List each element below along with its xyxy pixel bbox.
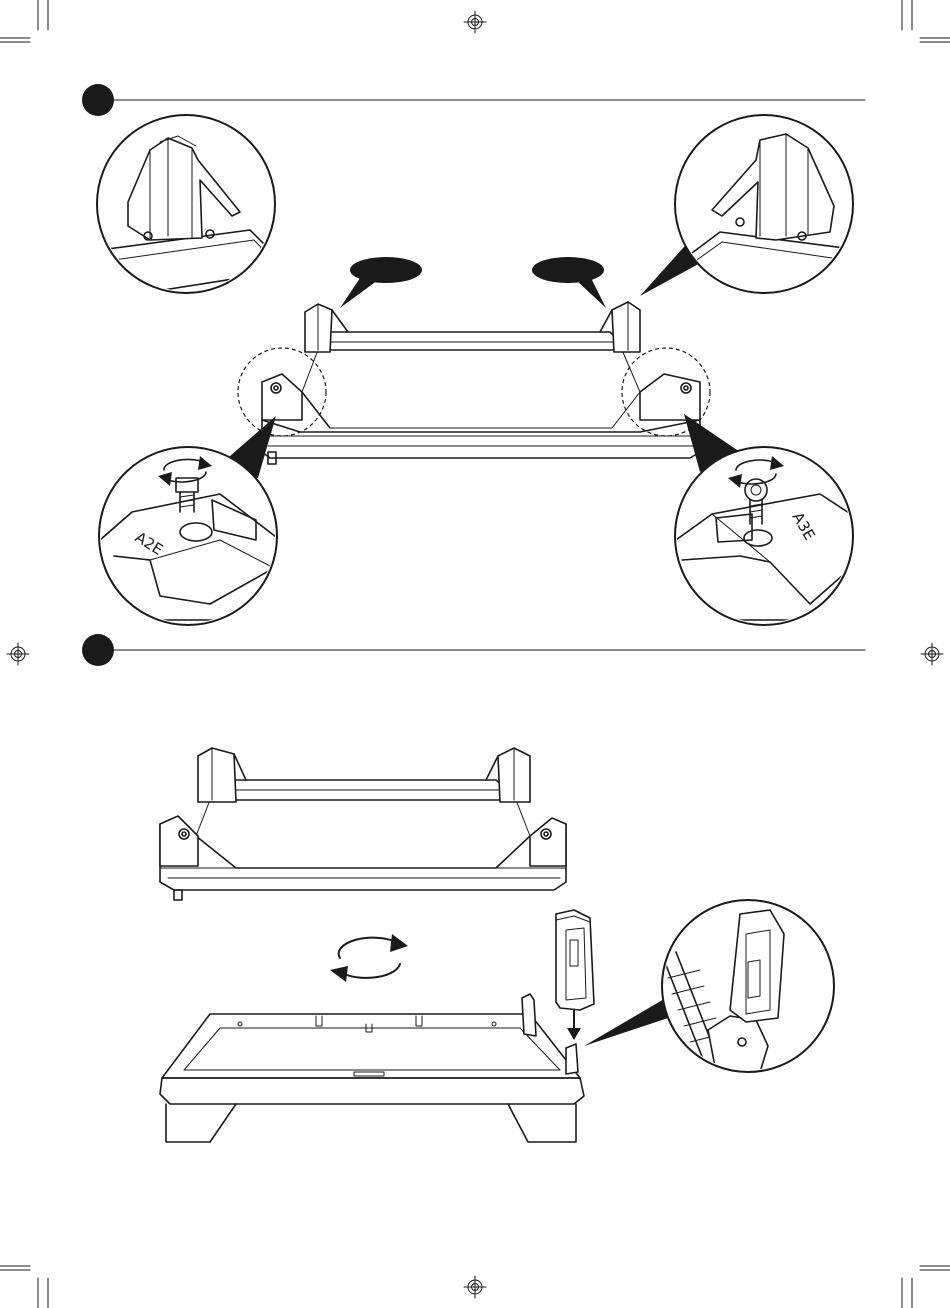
corner-post-piece (556, 910, 594, 1010)
registration-mark-icon (464, 1276, 486, 1298)
magnifier-post-left (97, 115, 290, 300)
callout-tag-left (340, 257, 422, 308)
rotate-arrows-icon (330, 934, 408, 982)
step-badge-icon (82, 634, 114, 666)
step-badge-icon (82, 84, 114, 116)
callout-tag-right (532, 257, 606, 308)
down-arrow-icon (567, 1010, 581, 1040)
base-frame-upright (160, 748, 566, 900)
magnifier-post-right (675, 115, 860, 293)
step-2-header (82, 634, 865, 666)
registration-mark-icon (464, 11, 486, 33)
base-frame-inverted (160, 994, 584, 1142)
registration-mark-icon (921, 643, 943, 665)
magnifier-foot-left: A2E (99, 447, 280, 625)
base-frame-step1 (238, 302, 710, 464)
step-1-header (82, 84, 865, 116)
registration-mark-icon (7, 643, 29, 665)
magnifier-post-insert (662, 900, 834, 1072)
magnifier-foot-right: A3E (675, 447, 860, 625)
